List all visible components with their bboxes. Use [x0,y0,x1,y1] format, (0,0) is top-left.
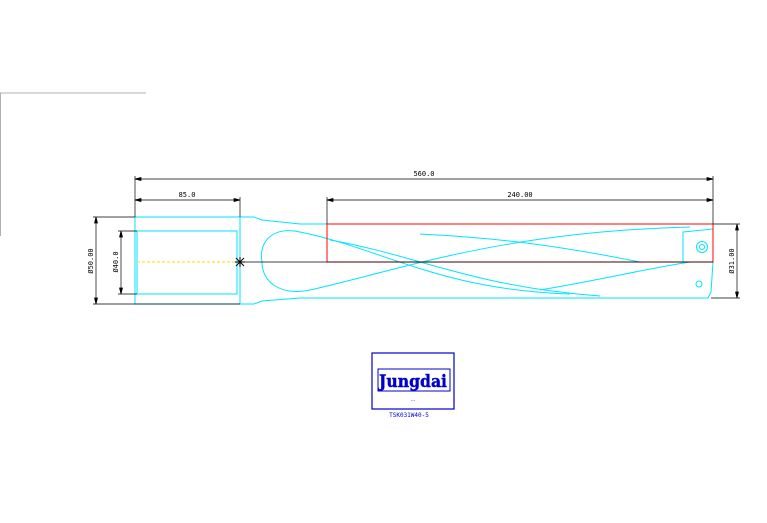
dim-shank-diameter: Ø50.00 [87,248,95,273]
logo-brand: Jungdai [377,372,447,392]
neck-lower-outline [240,297,330,305]
insert-pocket-outline [682,228,714,263]
neck-outline [240,216,327,225]
dim-shank-length: 85.0 [179,191,196,199]
flute-curve-4 [419,233,641,263]
logo-box: Jungdai ... [371,352,455,410]
dim-overall-length: 560.0 [413,170,434,178]
dimension-lines [93,176,740,305]
shank-outline [134,216,241,305]
dim-tip-diameter: Ø31.00 [728,248,736,273]
flute-curve-2 [261,226,691,292]
drawing-frame [0,92,146,236]
origin-marker [235,257,245,267]
dim-inner-diameter: Ø40.0 [112,251,120,272]
flute-curve-3 [329,239,601,297]
coolant-hole [695,280,703,288]
dim-flute-length: 240.00 [507,191,532,199]
insert-screw [696,241,708,253]
flute-curve-5 [539,261,691,291]
drill-outline [134,216,714,305]
logo-slogan: ... [411,397,416,403]
insert-outline [326,223,714,263]
part-number: TSK031W40-5 [389,412,429,419]
